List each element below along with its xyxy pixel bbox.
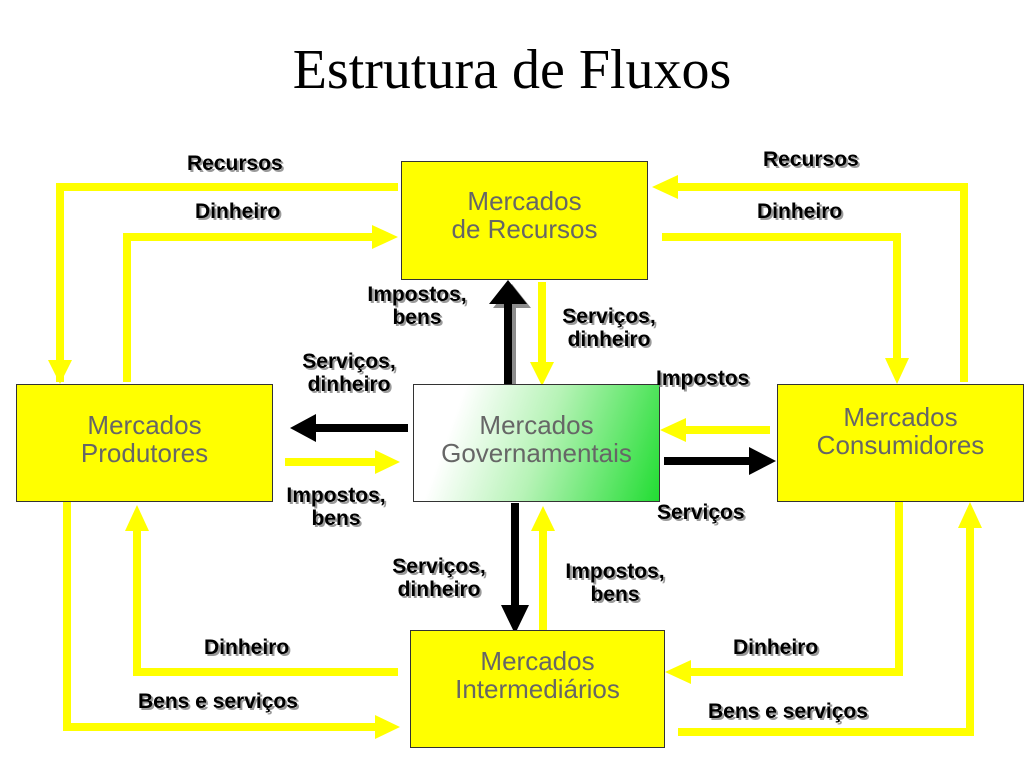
box-mercados-intermediarios-line2: Intermediários (455, 674, 620, 704)
flow-dinheiro-top-left (123, 233, 375, 382)
box-mercados-intermediarios: Mercados Intermediários (410, 630, 665, 748)
label-servicos-dinheiro-top-line2: dinheiro (567, 328, 651, 351)
label-servicos-dinheiro-left: Serviços, dinheiro (278, 350, 420, 396)
box-mercados-produtores: Mercados Produtores (16, 384, 273, 502)
flow-dinheiro-bottom-right-head (665, 660, 691, 684)
label-servicos-dinheiro-bottom-line1: Serviços, (392, 555, 486, 578)
flow-servicos-right (664, 457, 752, 465)
black-flows (290, 280, 776, 634)
box-mercados-governamentais: Mercados Governamentais (413, 384, 660, 502)
flow-servicos-right-head (749, 447, 776, 475)
flow-recursos-right-head (652, 175, 678, 199)
flow-dinheiro-top-right-head (885, 358, 909, 384)
label-dinheiro-top-left: Dinheiro (195, 200, 281, 223)
label-impostos-bens-left-line1: Impostos, (286, 484, 386, 507)
flow-bens-servicos-right (678, 525, 974, 736)
box-mercados-recursos-line1: Mercados (467, 185, 582, 216)
box-mercados-recursos-line2: de Recursos (451, 213, 598, 244)
label-impostos-bens-bottom: Impostos, bens (544, 560, 686, 606)
label-servicos-dinheiro-top-line1: Serviços, (562, 305, 656, 328)
flow-bens-servicos-right-head (958, 502, 982, 528)
flow-dinheiro-bottom-left (133, 528, 398, 676)
label-impostos-bens-top-line2: bens (392, 306, 442, 329)
box-mercados-consumidores-line1: Mercados (843, 402, 958, 432)
label-servicos-dinheiro-left-line2: dinheiro (307, 373, 391, 396)
label-dinheiro-bottom-right: Dinheiro (733, 636, 819, 659)
flow-servicos-dinheiro-left (313, 424, 408, 432)
flow-impostos-right-head (660, 418, 686, 442)
label-impostos-bens-bottom-line1: Impostos, (565, 560, 665, 583)
flow-recursos-left (56, 183, 398, 382)
flow-recursos-right (675, 183, 968, 382)
flow-impostos-bens-bottom-head (531, 506, 555, 531)
box-mercados-intermediarios-line1: Mercados (480, 646, 595, 676)
flow-bens-servicos-left-head (375, 715, 400, 739)
label-servicos-dinheiro-bottom-line2: dinheiro (397, 578, 481, 601)
label-impostos-bens-left: Impostos, bens (265, 484, 407, 530)
label-dinheiro-bottom-left: Dinheiro (204, 636, 290, 659)
label-bens-servicos-left: Bens e serviços (138, 690, 298, 713)
flow-servicos-dinheiro-left-head (290, 414, 316, 442)
label-recursos-left: Recursos (187, 152, 283, 175)
label-bens-servicos-right: Bens e serviços (708, 700, 868, 723)
flow-dinheiro-top-left-head (372, 225, 398, 249)
label-impostos-right: Impostos (656, 367, 750, 390)
flow-impostos-bens-top (504, 300, 512, 386)
flow-bens-servicos-left (63, 502, 378, 731)
label-servicos-dinheiro-left-line1: Serviços, (302, 350, 396, 373)
flow-impostos-bens-left-head (375, 450, 400, 474)
flow-impostos-bens-top-head (489, 280, 527, 304)
flow-dinheiro-top-right (662, 233, 901, 360)
flow-servicos-dinheiro-top-head (530, 362, 554, 386)
box-mercados-recursos: Mercados de Recursos (401, 161, 648, 280)
flow-servicos-dinheiro-bottom-head (501, 605, 529, 634)
flow-servicos-dinheiro-bottom (511, 503, 519, 608)
box-mercados-consumidores-line2: Consumidores (816, 430, 985, 460)
label-servicos-dinheiro-bottom: Serviços, dinheiro (368, 555, 510, 601)
flow-dinheiro-bottom-right (688, 502, 903, 676)
box-mercados-produtores-line2: Produtores (80, 438, 209, 468)
label-impostos-bens-left-line2: bens (311, 507, 361, 530)
label-recursos-right: Recursos (763, 148, 859, 171)
label-impostos-bens-top: Impostos, bens (346, 283, 488, 329)
flow-recursos-left-head (48, 360, 72, 384)
box-mercados-consumidores: Mercados Consumidores (777, 384, 1024, 502)
label-dinheiro-top-right: Dinheiro (757, 200, 843, 223)
page-title: Estrutura de Fluxos (292, 39, 732, 101)
label-impostos-bens-bottom-line2: bens (590, 583, 640, 606)
box-mercados-produtores-line1: Mercados (87, 410, 202, 440)
box-mercados-governamentais-line1: Mercados (479, 410, 594, 440)
flow-dinheiro-bottom-left-head (125, 505, 149, 531)
box-mercados-governamentais-line2: Governamentais (441, 438, 632, 468)
label-servicos-dinheiro-top: Serviços, dinheiro (538, 305, 680, 351)
label-servicos-right: Serviços (657, 501, 745, 524)
label-impostos-bens-top-line1: Impostos, (367, 283, 467, 306)
